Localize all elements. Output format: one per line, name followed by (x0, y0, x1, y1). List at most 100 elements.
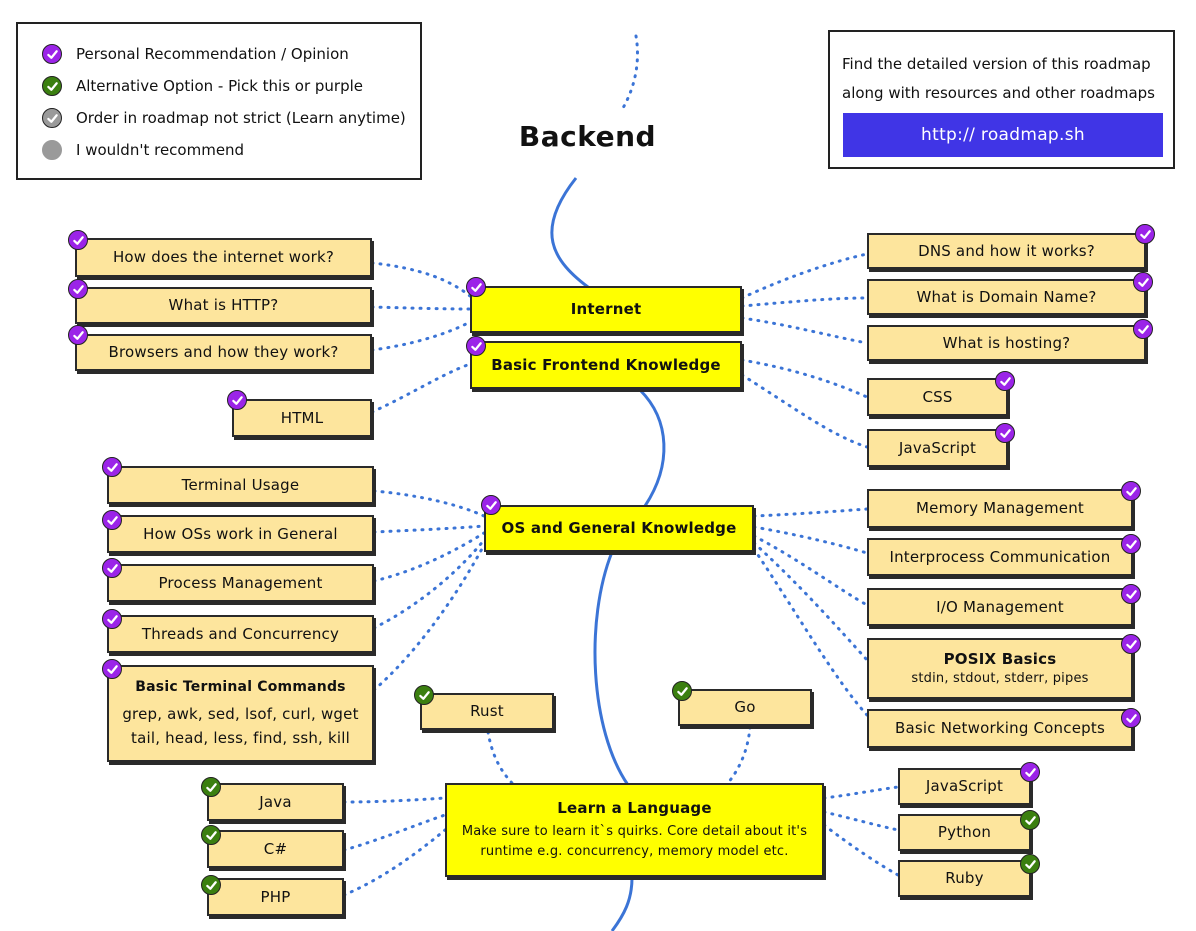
node-ruby[interactable]: Ruby (898, 860, 1031, 897)
purple-check-icon (466, 336, 486, 356)
connector-process (372, 531, 486, 583)
green-check-icon (201, 825, 221, 845)
node-label: CSS (922, 387, 953, 406)
node-js-lang[interactable]: JavaScript (898, 768, 1031, 805)
info-line-1: Find the detailed version of this roadma… (842, 55, 1151, 73)
purple-check-icon (1133, 272, 1153, 292)
node-ipc[interactable]: Interprocess Communication (867, 538, 1133, 576)
legend-label: Order in roadmap not strict (Learn anyti… (76, 109, 406, 127)
node-go[interactable]: Go (678, 689, 812, 726)
node-python[interactable]: Python (898, 814, 1031, 851)
node-posix[interactable]: POSIX Basics stdin, stdout, stderr, pipe… (867, 638, 1133, 699)
node-label: JavaScript (925, 777, 1004, 796)
purple-check-icon (1121, 481, 1141, 501)
node-process[interactable]: Process Management (107, 564, 374, 602)
connector-threads (372, 538, 486, 630)
node-how-os[interactable]: How OSs work in General (107, 515, 374, 553)
legend-row-not-recommend: I wouldn't recommend (42, 140, 244, 160)
purple-check-icon (1135, 224, 1155, 244)
node-http[interactable]: What is HTTP? (75, 287, 372, 324)
purple-check-icon (102, 609, 122, 629)
connector-ruby (822, 823, 900, 877)
connector-python (822, 810, 900, 832)
node-label: Terminal Usage (181, 475, 300, 494)
purple-check-icon (1121, 634, 1141, 654)
node-label: JavaScript (898, 438, 977, 457)
node-subtitle: stdin, stdout, stderr, pipes (911, 670, 1089, 686)
connector-html (370, 362, 472, 414)
node-commands[interactable]: Basic Terminal Commands grep, awk, sed, … (107, 665, 374, 762)
green-check-icon (42, 76, 62, 96)
green-check-icon (1020, 854, 1040, 874)
gray-circle-icon (42, 140, 62, 160)
page-title: Backend (518, 120, 657, 153)
node-label: How OSs work in General (143, 524, 338, 543)
node-threads[interactable]: Threads and Concurrency (107, 615, 374, 653)
node-label: DNS and how it works? (918, 241, 1095, 260)
connector-java (342, 796, 447, 804)
node-terminal[interactable]: Terminal Usage (107, 466, 374, 504)
node-title: Learn a Language (557, 799, 712, 818)
node-php[interactable]: PHP (207, 878, 344, 916)
node-internet[interactable]: Internet (470, 286, 742, 333)
info-text: Find the detailed version of this roadma… (842, 50, 1155, 108)
node-label: Interprocess Communication (889, 547, 1111, 566)
node-io[interactable]: I/O Management (867, 588, 1133, 626)
node-java[interactable]: Java (207, 783, 344, 821)
connector-domain (740, 296, 869, 308)
node-title: Basic Terminal Commands (135, 679, 346, 695)
node-label: Threads and Concurrency (141, 624, 340, 643)
connector-how-internet (370, 261, 472, 298)
legend-label: Alternative Option - Pick this or purple (76, 77, 364, 95)
connector-php (342, 828, 447, 897)
legend-label: I wouldn't recommend (76, 141, 245, 159)
node-browsers[interactable]: Browsers and how they work? (75, 334, 372, 371)
node-csharp[interactable]: C# (207, 830, 344, 868)
node-domain[interactable]: What is Domain Name? (867, 279, 1146, 315)
node-rust[interactable]: Rust (420, 693, 554, 730)
connector-posix (752, 541, 869, 662)
node-subtitle-2: runtime e.g. concurrency, memory model e… (480, 844, 789, 860)
node-dns[interactable]: DNS and how it works? (867, 233, 1146, 269)
legend-row-recommendation: Personal Recommendation / Opinion (42, 44, 349, 64)
node-js-front[interactable]: JavaScript (867, 429, 1008, 467)
node-os[interactable]: OS and General Knowledge (484, 505, 754, 552)
connector-browsers (370, 320, 472, 352)
roadmap-link-button[interactable]: http:// roadmap.sh (843, 113, 1163, 157)
node-label: Go (734, 698, 756, 717)
legend-row-order: Order in roadmap not strict (Learn anyti… (42, 108, 406, 128)
connector-how-os (372, 524, 486, 534)
node-subtitle-1: grep, awk, sed, lsof, curl, wget (122, 704, 359, 723)
connector-memory (752, 507, 869, 518)
node-html[interactable]: HTML (232, 399, 372, 437)
node-language[interactable]: Learn a Language Make sure to learn it`s… (445, 783, 824, 877)
node-label: OS and General Knowledge (501, 519, 737, 538)
connector-css (740, 358, 869, 399)
node-css[interactable]: CSS (867, 378, 1008, 416)
spine-segment-3 (593, 551, 630, 786)
spine-segment-2 (638, 388, 666, 507)
node-label: What is hosting? (942, 333, 1071, 352)
node-label: Process Management (158, 573, 323, 592)
connector-js-front (740, 373, 869, 449)
legend-row-alternative: Alternative Option - Pick this or purple (42, 76, 363, 96)
connector-commands (372, 543, 486, 692)
purple-check-icon (102, 510, 122, 530)
purple-check-icon (466, 277, 486, 297)
node-frontend[interactable]: Basic Frontend Knowledge (470, 341, 742, 389)
node-memory[interactable]: Memory Management (867, 489, 1133, 528)
gray-check-icon (42, 108, 62, 128)
purple-check-icon (1133, 319, 1153, 339)
node-label: What is Domain Name? (916, 287, 1097, 306)
node-how-internet[interactable]: How does the internet work? (75, 238, 372, 277)
node-hosting[interactable]: What is hosting? (867, 325, 1146, 361)
connector-js-lang (822, 785, 900, 800)
purple-check-icon (1121, 584, 1141, 604)
connector-go (726, 725, 752, 785)
node-networking[interactable]: Basic Networking Concepts (867, 709, 1133, 748)
node-label: Ruby (945, 869, 984, 888)
node-label: Internet (570, 300, 642, 319)
purple-check-icon (68, 325, 88, 345)
purple-check-icon (102, 659, 122, 679)
